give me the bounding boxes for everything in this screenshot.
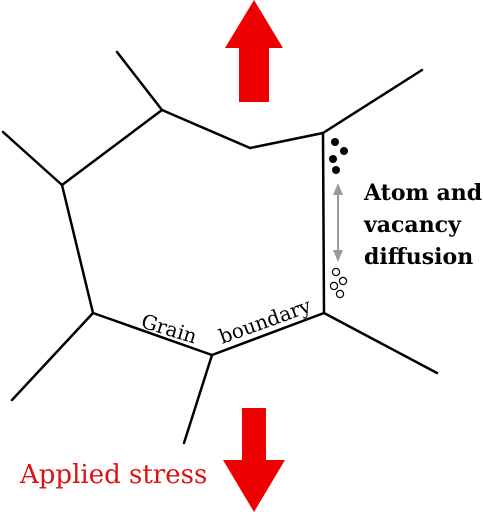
vacancy-cluster xyxy=(329,267,348,299)
grain-boundary-lines xyxy=(1,50,439,445)
grain-edge-bottom-left xyxy=(91,311,214,357)
arrow-down-icon xyxy=(223,408,285,512)
atom-dot xyxy=(329,155,337,163)
grain-edge-bottom-right xyxy=(210,311,326,357)
atom-cluster xyxy=(329,138,348,174)
diffusion-label-line-3: diffusion xyxy=(364,244,473,270)
applied-stress-label: Applied stress xyxy=(19,460,207,490)
diffusion-label-line-1: Atom and xyxy=(363,180,482,206)
atom-dot xyxy=(331,138,339,146)
boundary-label: boundary xyxy=(216,293,315,349)
double-arrow-vertical-icon xyxy=(333,183,343,262)
vacancy-dot xyxy=(329,281,339,291)
grain-edge-top-right-spur xyxy=(321,68,424,135)
vacancy-dot xyxy=(338,276,348,286)
diffusion-label-line-2: vacancy xyxy=(363,212,462,238)
grain-edge-upper-left-spur xyxy=(115,50,164,112)
grain-edge-bottom-spur xyxy=(182,353,214,445)
grain-edge-lower-right-spur xyxy=(322,311,439,375)
grain-edge-left xyxy=(60,183,95,315)
grain-edge-left-spur xyxy=(1,130,64,187)
grain-edge-lower-left-spur xyxy=(10,311,95,402)
vacancy-dot xyxy=(335,289,345,299)
diffusion-label: Atom and vacancy diffusion xyxy=(363,180,482,270)
arrow-up-icon xyxy=(225,0,283,102)
atom-dot xyxy=(340,147,348,155)
grain-edge-right xyxy=(321,131,326,315)
atom-dot xyxy=(332,166,340,174)
grain-edge-top-left xyxy=(60,108,325,187)
grain-label: Grain xyxy=(139,309,200,349)
vacancy-dot xyxy=(331,267,341,277)
